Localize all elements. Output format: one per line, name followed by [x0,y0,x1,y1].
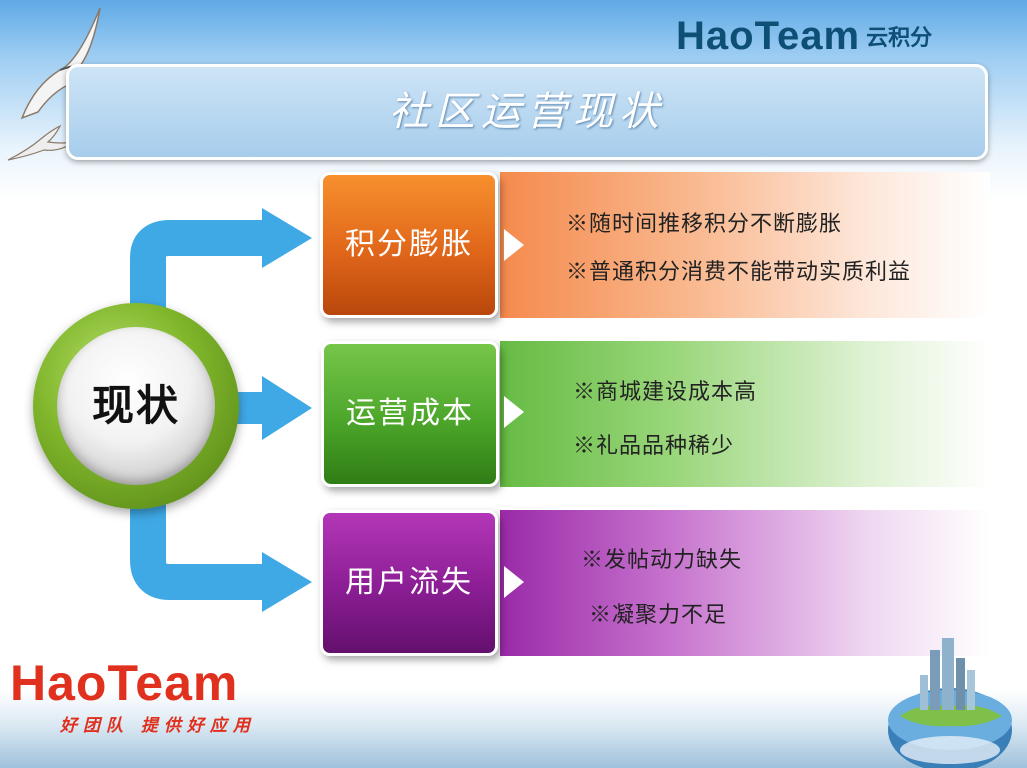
arrow-right-icon [262,552,312,612]
category-panel-1 [500,172,990,318]
category-panel-3 [500,510,990,656]
globe-city-icon [888,638,1012,768]
center-circle: 现状 [33,303,239,509]
category-box-1: 积分膨胀 [320,172,498,318]
category-box-3: 用户流失 [320,510,498,656]
bullet-text: ※商城建设成本高 [573,380,758,405]
brand-slogan: 好团队 提供好应用 [60,716,256,736]
category-panel-2 [500,341,990,487]
bullet-text: ※随时间推移积分不断膨胀 [566,212,843,237]
brand-logo-bottom: HaoTeam 好团队 提供好应用 [10,655,300,736]
bullet-text: ※普通积分消费不能带动实质利益 [566,260,912,285]
bullet-text: ※发帖动力缺失 [581,548,743,573]
brand-name-bottom: HaoTeam [10,655,239,711]
title-banner: 社区运营现状 [66,64,988,160]
category-label-3: 用户流失 [345,565,473,600]
brand-name-top: HaoTeam [676,14,861,58]
brand-sub-top: 云积分 [866,26,933,51]
chevron-right-icon [504,229,524,261]
page-title: 社区运营现状 [389,89,665,135]
arrow-right-icon [262,376,312,440]
center-label: 现状 [91,381,180,430]
chevron-right-icon [504,396,524,428]
arrow-right-icon [262,208,312,268]
category-label-2: 运营成本 [346,396,474,431]
bullet-text: ※凝聚力不足 [589,603,728,628]
category-box-2: 运营成本 [321,341,499,487]
bullet-text: ※礼品品种稀少 [573,434,735,459]
chevron-right-icon [504,566,524,598]
category-label-1: 积分膨胀 [345,227,473,262]
